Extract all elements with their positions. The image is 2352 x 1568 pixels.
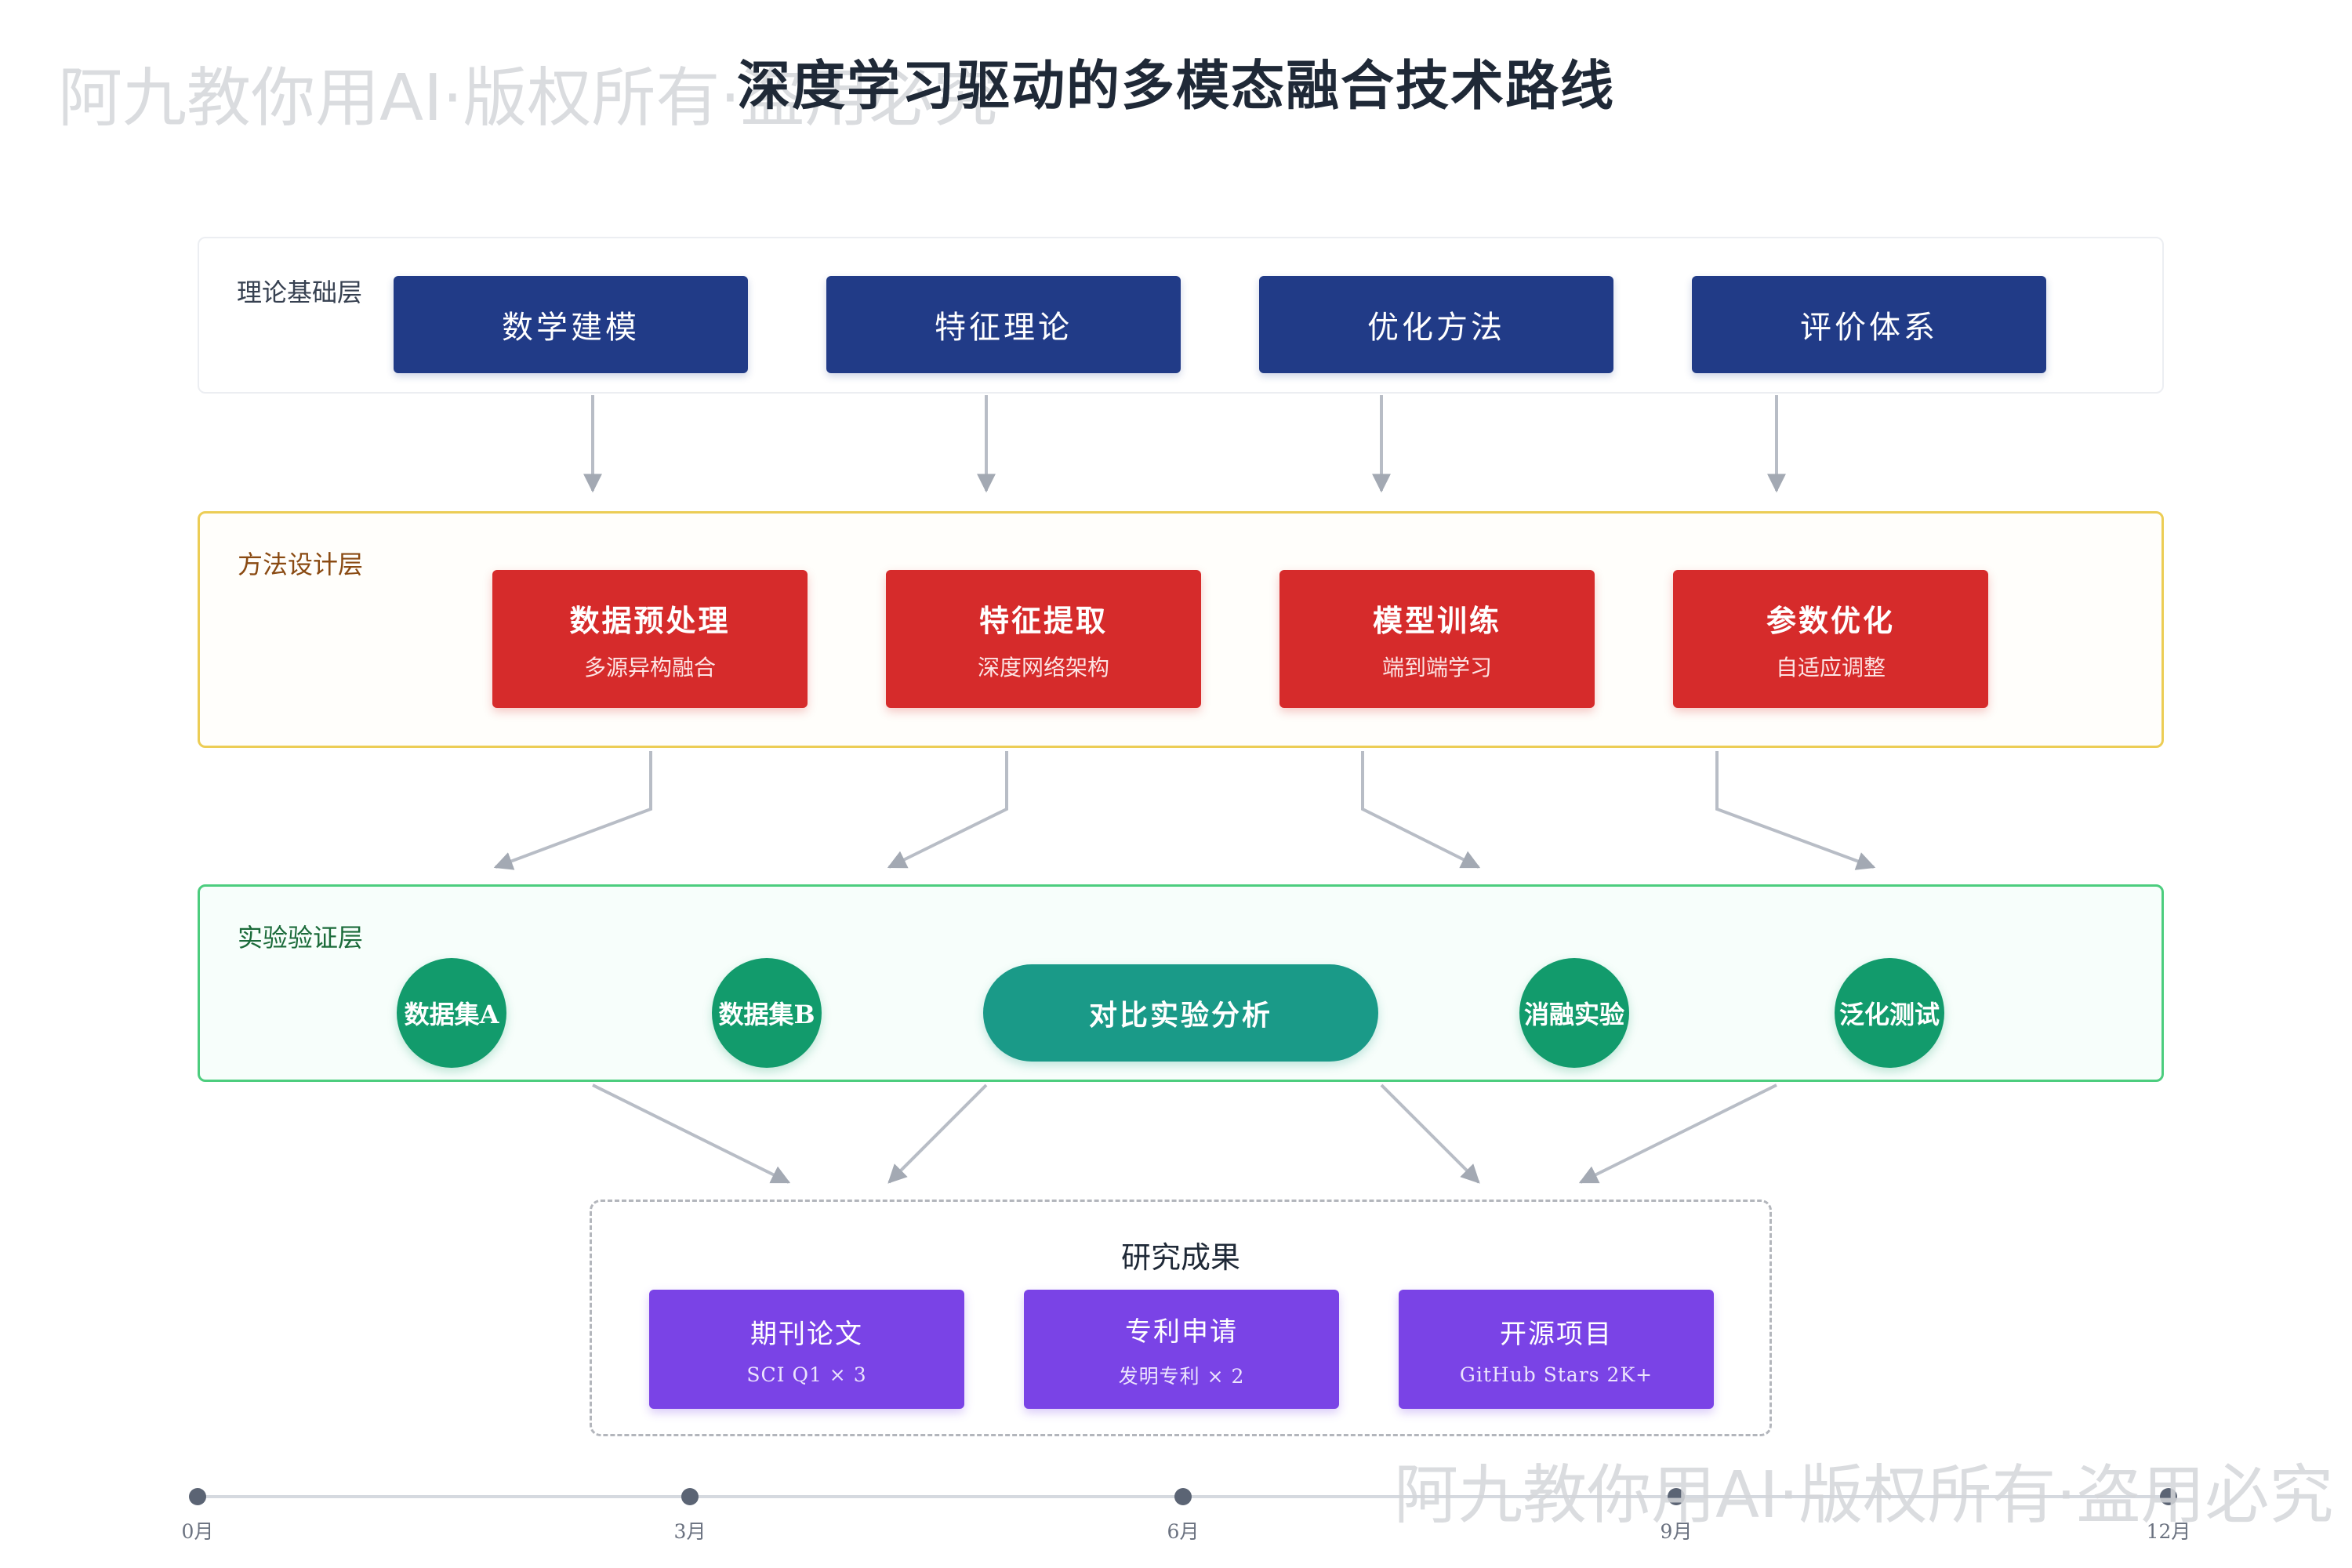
timeline-dot: [2160, 1488, 2177, 1505]
method-box-preprocessing[interactable]: 数据预处理 多源异构融合: [492, 570, 808, 708]
result-box-title: 开源项目: [1500, 1319, 1613, 1350]
results-container: 研究成果: [590, 1200, 1772, 1436]
timeline-dot: [189, 1488, 206, 1505]
arrow-exp-3: [1380, 1083, 1480, 1184]
method-box-title: 模型训练: [1372, 602, 1501, 638]
arrow-exp-4: [1578, 1083, 1777, 1184]
layer-method-label: 方法设计层: [238, 550, 364, 579]
arrow-method-4: [1715, 751, 1876, 870]
result-box-opensource[interactable]: 开源项目 GitHub Stars 2K+: [1399, 1290, 1714, 1409]
method-box-title: 特征提取: [978, 602, 1108, 638]
theory-box-feature-theory[interactable]: 特征理论: [826, 276, 1181, 373]
arrow-method-1: [493, 751, 652, 870]
timeline-dot: [681, 1488, 699, 1505]
theory-box-optimization[interactable]: 优化方法: [1259, 276, 1613, 373]
method-box-subtitle: 端到端学习: [1381, 654, 1492, 681]
exp-node-dataset-a[interactable]: 数据集A: [397, 958, 506, 1068]
method-box-subtitle: 多源异构融合: [583, 654, 716, 681]
page-title: 深度学习驱动的多模态融合技术路线: [736, 56, 1615, 118]
theory-box-modeling[interactable]: 数学建模: [394, 276, 748, 373]
method-box-parameter-optimization[interactable]: 参数优化 自适应调整: [1673, 570, 1988, 708]
exp-node-dataset-b[interactable]: 数据集B: [712, 958, 822, 1068]
result-box-subtitle: GitHub Stars 2K+: [1459, 1363, 1653, 1386]
method-box-title: 数据预处理: [569, 602, 731, 638]
timeline-dot: [1174, 1488, 1192, 1505]
arrow-method-2: [887, 751, 1008, 869]
timeline-label: 6月: [1167, 1520, 1200, 1543]
timeline-label: 9月: [1660, 1520, 1693, 1543]
watermark-top: 阿九教你用AI·版权所有·盗用必究: [58, 61, 998, 136]
exp-node-generalization[interactable]: 泛化测试: [1835, 958, 1944, 1068]
method-box-feature-extraction[interactable]: 特征提取 深度网络架构: [886, 570, 1201, 708]
method-box-training[interactable]: 模型训练 端到端学习: [1279, 570, 1595, 708]
timeline-label: 3月: [673, 1520, 706, 1543]
result-box-subtitle: 发明专利 × 2: [1118, 1364, 1245, 1388]
result-box-papers[interactable]: 期刊论文 SCI Q1 × 3: [649, 1290, 964, 1409]
watermark-bottom: 阿九教你用AI·版权所有·盗用必究: [1394, 1458, 2334, 1533]
timeline-label: 12月: [2146, 1520, 2191, 1543]
arrow-method-3: [1361, 751, 1481, 869]
results-title: 研究成果: [1120, 1240, 1240, 1275]
result-box-subtitle: SCI Q1 × 3: [746, 1363, 867, 1386]
exp-node-comparison[interactable]: 对比实验分析: [983, 964, 1378, 1062]
result-box-title: 专利申请: [1125, 1316, 1238, 1348]
timeline-label: 0月: [181, 1520, 214, 1543]
theory-box-evaluation[interactable]: 评价体系: [1692, 276, 2046, 373]
result-box-patents[interactable]: 专利申请 发明专利 × 2: [1024, 1290, 1339, 1409]
method-box-title: 参数优化: [1766, 602, 1895, 638]
exp-node-ablation[interactable]: 消融实验: [1519, 958, 1629, 1068]
arrow-exp-2: [887, 1083, 988, 1184]
method-box-subtitle: 自适应调整: [1775, 654, 1886, 681]
arrow-exp-1: [592, 1083, 791, 1184]
timeline-dot: [1668, 1488, 1685, 1505]
layer-theory-label: 理论基础层: [237, 278, 363, 307]
result-box-title: 期刊论文: [750, 1319, 863, 1350]
layer-experiment-label: 实验验证层: [238, 923, 364, 953]
method-box-subtitle: 深度网络架构: [977, 654, 1109, 681]
